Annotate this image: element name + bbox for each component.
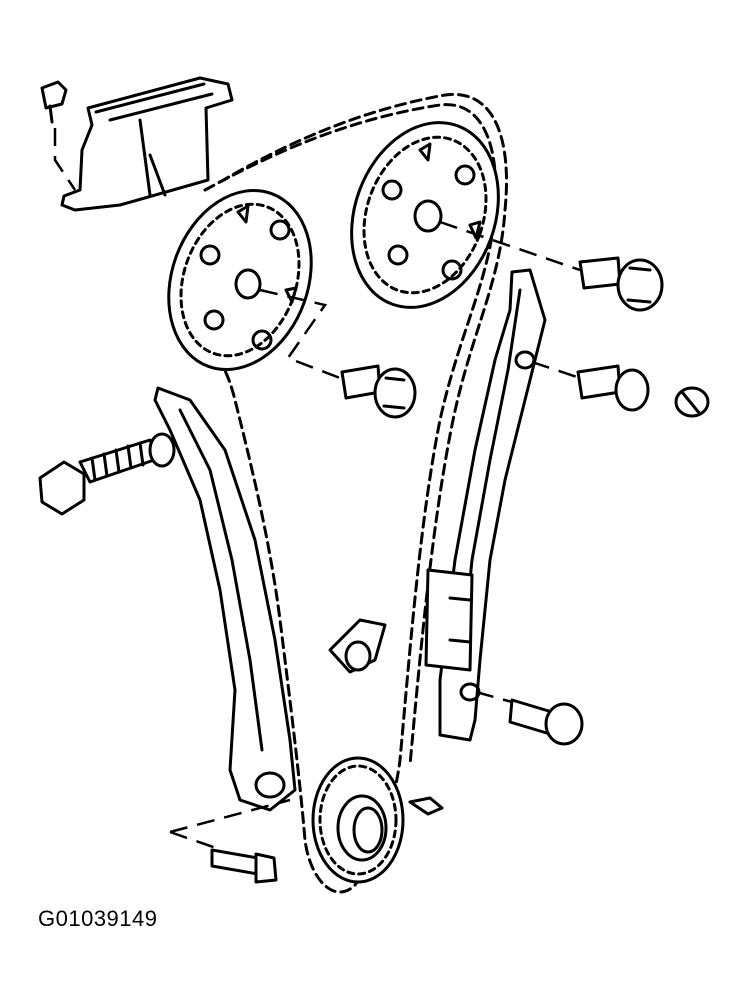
figure-id-label: G01039149 [38, 906, 158, 931]
guide-rail [424, 268, 547, 742]
chain-guide-cover [60, 76, 234, 212]
guide-rail-plug [674, 386, 710, 418]
crankshaft-key [408, 796, 444, 816]
tensioner-pivot-bolt [38, 432, 176, 516]
tensioner-lower-bolt [169, 798, 291, 884]
camshaft-bolt-left [259, 288, 417, 419]
guide-rail-lower-bolt [475, 690, 584, 746]
guide-rail-upper-bolt [531, 360, 650, 412]
crankshaft-sprocket [311, 756, 405, 884]
camshaft-bolt-right [439, 220, 664, 312]
camshaft-sprocket-left [167, 188, 313, 372]
tensioner-rail [153, 386, 297, 812]
cover-bolt [40, 80, 77, 191]
mounting-bracket [328, 618, 387, 674]
timing-chain [203, 92, 509, 894]
camshaft-sprocket-right [350, 121, 500, 309]
